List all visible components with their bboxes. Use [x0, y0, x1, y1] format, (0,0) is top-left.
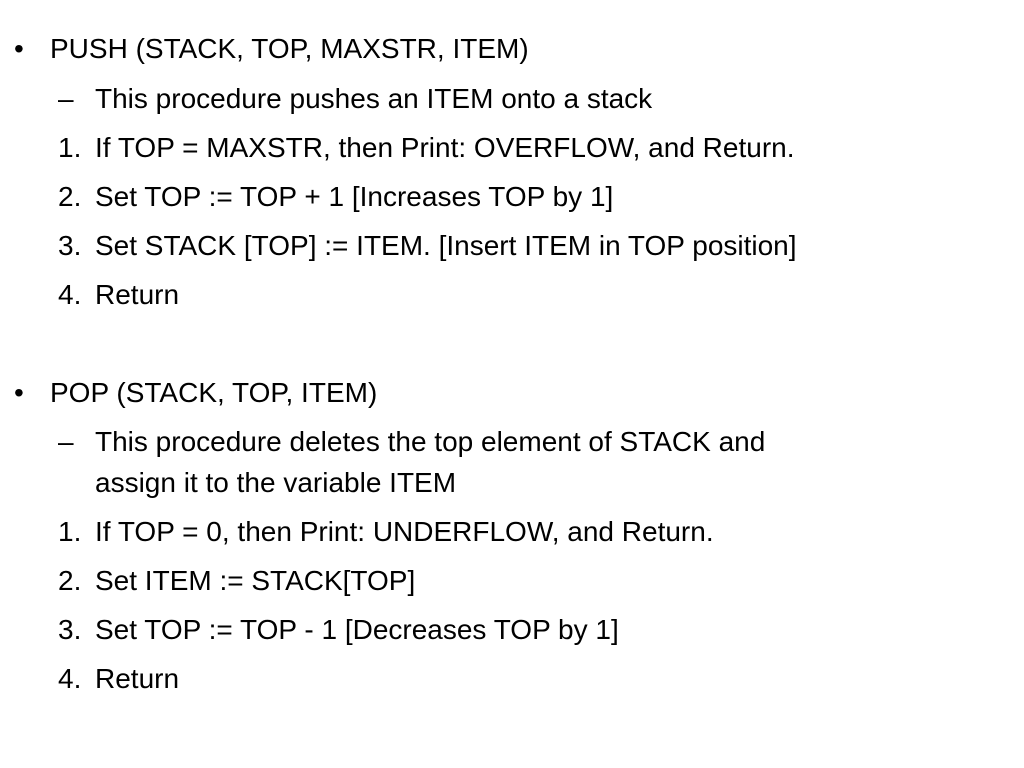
step-text: Set TOP := TOP + 1 [Increases TOP by 1] — [95, 181, 614, 212]
step-text: If TOP = 0, then Print: UNDERFLOW, and R… — [95, 516, 714, 547]
step-number: 2. — [58, 565, 82, 596]
bullet-marker: • — [14, 377, 24, 408]
step-text: Return — [95, 663, 180, 694]
step-number: 4. — [58, 279, 82, 310]
step-number: 3. — [58, 230, 82, 261]
push-heading: PUSH (STACK, TOP, MAXSTR, ITEM) — [50, 33, 529, 64]
dash-marker: – — [58, 83, 74, 114]
step-text: Set ITEM := STACK[TOP] — [95, 565, 416, 596]
step-number: 1. — [58, 132, 82, 163]
step-text: Set STACK [TOP] := ITEM. [Insert ITEM in… — [95, 230, 797, 261]
push-description: This procedure pushes an ITEM onto a sta… — [95, 83, 653, 114]
step-number: 2. — [58, 181, 82, 212]
dash-marker: – — [58, 426, 74, 457]
pop-heading: POP (STACK, TOP, ITEM) — [50, 377, 378, 408]
step-number: 4. — [58, 663, 82, 694]
step-text: Return — [95, 279, 180, 310]
pop-description-line-2: assign it to the variable ITEM — [95, 467, 457, 498]
step-text: Set TOP := TOP - 1 [Decreases TOP by 1] — [95, 614, 619, 645]
step-number: 1. — [58, 516, 82, 547]
bullet-marker: • — [14, 33, 24, 64]
pop-description-line-1: This procedure deletes the top element o… — [95, 426, 766, 457]
step-number: 3. — [58, 614, 82, 645]
step-text: If TOP = MAXSTR, then Print: OVERFLOW, a… — [95, 132, 795, 163]
